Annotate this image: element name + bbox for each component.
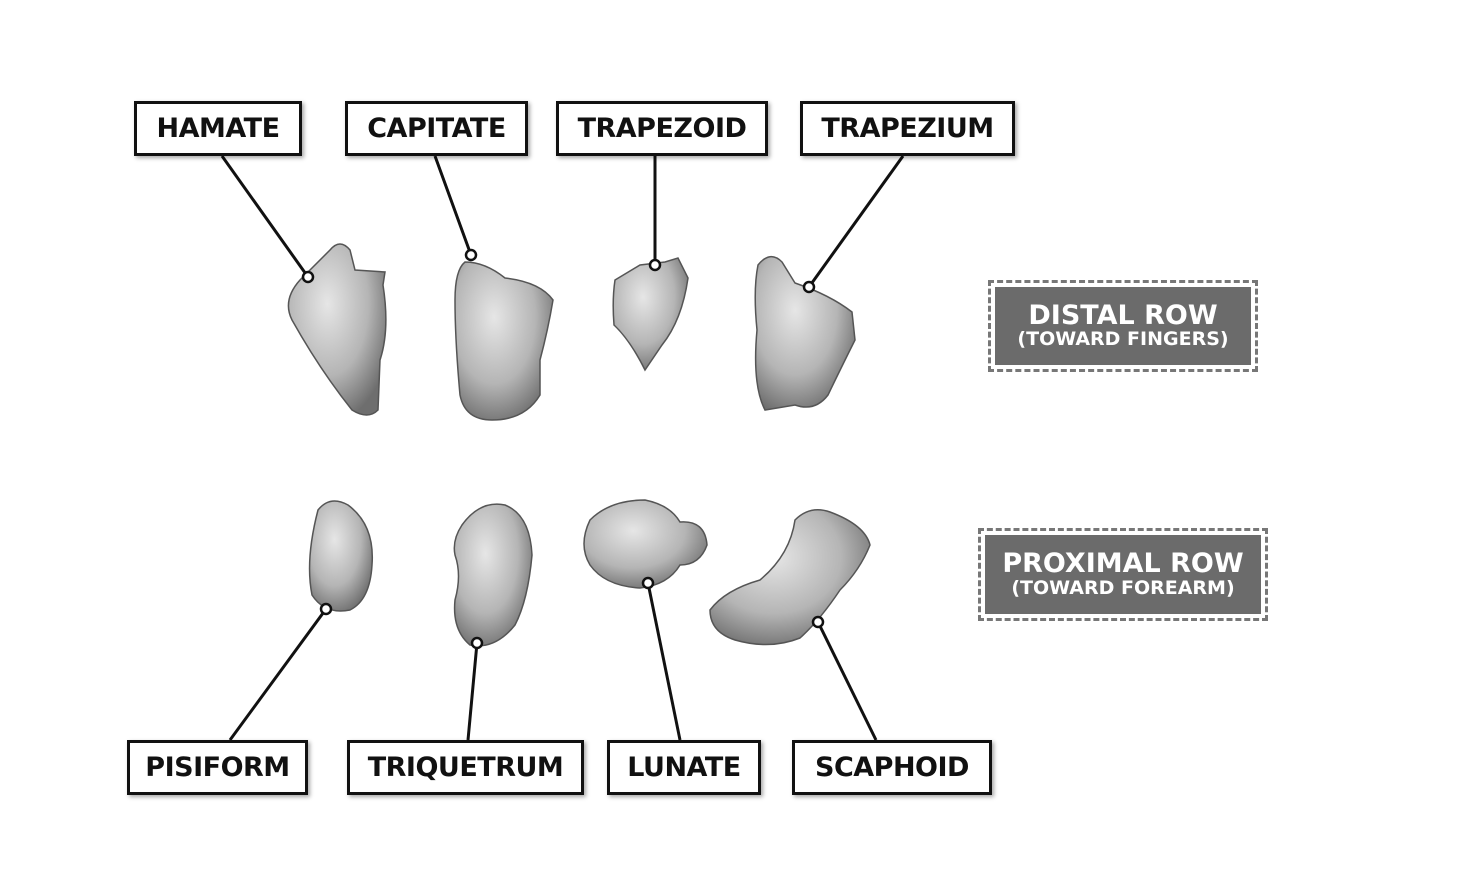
label-pisiform: PISIFORM — [127, 740, 308, 795]
capitate-leader — [433, 155, 473, 256]
label-scaphoid: SCAPHOID — [792, 740, 992, 795]
scaphoid-leader — [816, 621, 878, 741]
proximal-row-subtitle: (TOWARD FOREARM) — [1011, 576, 1235, 599]
pisiform-leader — [228, 608, 328, 741]
scaphoid-bone — [709, 509, 871, 646]
lunate-dot — [641, 576, 655, 590]
pisiform-bone — [308, 500, 374, 612]
trapezium-bone — [754, 256, 856, 411]
lunate-leader — [646, 582, 682, 741]
triquetrum-bone — [453, 503, 533, 647]
label-triquetrum: TRIQUETRUM — [347, 740, 584, 795]
trapezoid-bone — [612, 257, 689, 372]
distal-row-box: DISTAL ROW (TOWARD FINGERS) — [988, 280, 1258, 372]
label-trapezium: TRAPEZIUM — [800, 101, 1015, 156]
label-hamate: HAMATE — [134, 101, 302, 156]
leader-dots — [301, 248, 825, 650]
lunate-bone — [583, 499, 708, 589]
scaphoid-dot — [811, 615, 825, 629]
hamate-leader — [220, 155, 310, 278]
triquetrum-dot — [470, 636, 484, 650]
trapezium-leader — [807, 155, 905, 288]
hamate-dot — [301, 270, 315, 284]
hamate-bone — [287, 243, 387, 416]
label-trapezoid: TRAPEZOID — [556, 101, 768, 156]
capitate-dot — [464, 248, 478, 262]
distal-row-title: DISTAL ROW — [1028, 299, 1218, 331]
trapezium-dot — [802, 280, 816, 294]
label-lunate: LUNATE — [607, 740, 761, 795]
triquetrum-leader — [466, 642, 479, 741]
proximal-row-box: PROXIMAL ROW (TOWARD FOREARM) — [978, 528, 1268, 621]
trapezoid-dot — [648, 258, 662, 272]
label-capitate: CAPITATE — [345, 101, 528, 156]
leader-lines — [220, 155, 905, 741]
distal-row-subtitle: (TOWARD FINGERS) — [1017, 328, 1229, 351]
proximal-row-title: PROXIMAL ROW — [1002, 548, 1244, 580]
capitate-bone — [454, 261, 554, 421]
pisiform-dot — [319, 602, 333, 616]
